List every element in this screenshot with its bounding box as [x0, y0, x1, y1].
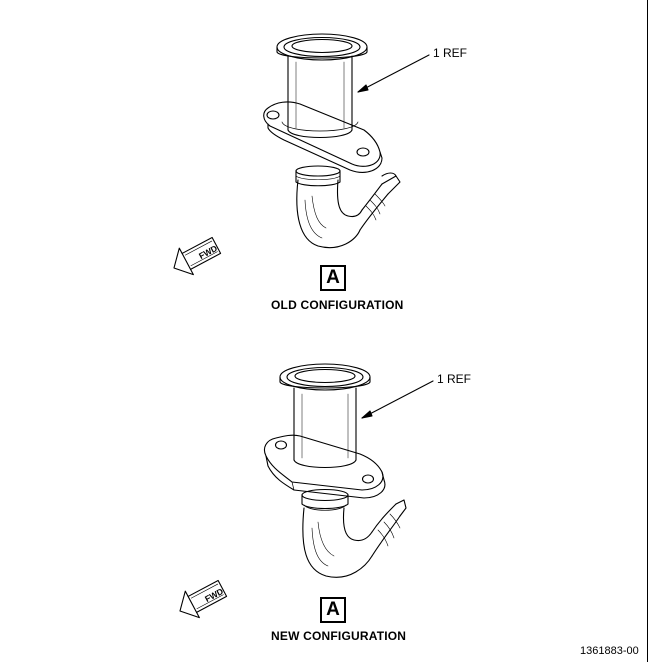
old-ref-leader	[357, 54, 430, 93]
old-ref-label: 1 REF	[433, 46, 468, 60]
old-top-ring	[276, 33, 368, 61]
old-elbow-tube	[296, 172, 401, 248]
new-configuration-caption: NEW CONFIGURATION	[271, 629, 407, 643]
old-collar	[295, 165, 341, 187]
new-duct-assembly	[179, 363, 434, 619]
new-view-letter: A	[320, 597, 346, 623]
figure-number: 1361883-00	[580, 645, 639, 657]
old-fwd-arrow	[173, 236, 222, 276]
new-fwd-arrow	[179, 579, 228, 619]
new-flange	[263, 434, 386, 499]
new-top-ring	[279, 363, 371, 391]
new-collar	[301, 488, 349, 510]
old-flange	[263, 101, 383, 173]
old-configuration-caption: OLD CONFIGURATION	[271, 298, 404, 312]
new-ref-label: 1 REF	[437, 372, 472, 386]
old-cylinder	[281, 55, 359, 138]
old-duct-assembly	[173, 33, 430, 276]
old-view-letter: A	[320, 265, 346, 291]
new-cylinder	[293, 387, 357, 468]
new-ref-leader	[361, 380, 434, 419]
new-elbow-tube	[302, 499, 407, 578]
